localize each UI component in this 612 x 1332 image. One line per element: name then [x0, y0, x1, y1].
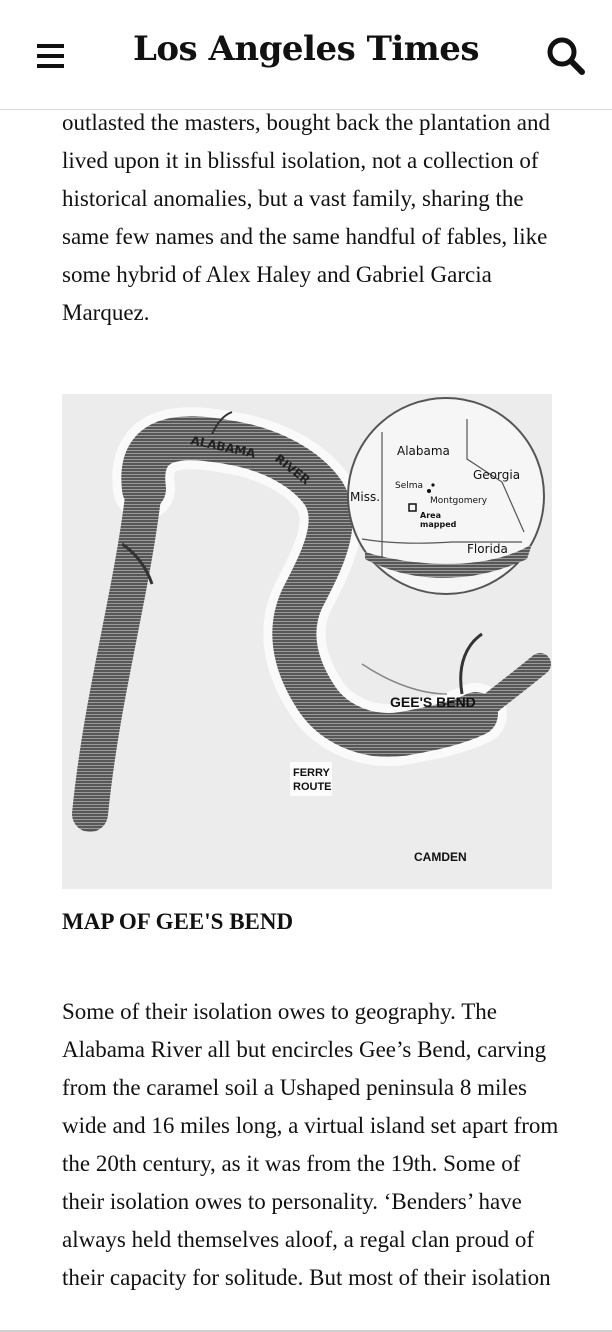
inset-label-selma: Selma	[395, 481, 423, 491]
locator-inset: Alabama Georgia Miss. Florida Selma Mont…	[347, 397, 545, 595]
ferry-label-bg	[290, 762, 332, 796]
alabama-river	[72, 407, 551, 832]
inset-label-alabama: Alabama	[397, 444, 450, 458]
menu-bar	[37, 44, 64, 48]
map-label-route: ROUTE	[293, 781, 332, 793]
article-paragraph: outlasted the masters, bought back the p…	[62, 110, 550, 325]
inset-label-georgia: Georgia	[473, 468, 520, 482]
site-logo[interactable]: Los Angeles Times	[132, 29, 480, 69]
inset-label-area: Area	[420, 511, 441, 520]
search-icon-glyph	[547, 37, 585, 75]
map-figure: ALABAMA RIVER GEE'S BEND FERRY ROUTE CAM…	[62, 394, 552, 889]
search-icon[interactable]	[543, 33, 589, 79]
map-label-ferry: FERRY	[293, 767, 331, 779]
figure-caption: MAP OF GEE'S BEND	[62, 909, 294, 934]
inset-label-florida: Florida	[467, 542, 508, 556]
map-label-camden: CAMDEN	[414, 850, 467, 864]
article-paragraph: Some of their isolation owes to geograph…	[62, 999, 559, 1290]
inset-label-miss: Miss.	[350, 490, 380, 504]
inset-label-montgomery: Montgomery	[430, 496, 488, 506]
inset-label-mapped: mapped	[420, 520, 457, 529]
gees-bend-map: ALABAMA RIVER GEE'S BEND FERRY ROUTE CAM…	[62, 394, 552, 889]
menu-bar	[37, 64, 64, 68]
site-header: Los Angeles Times	[0, 0, 612, 110]
viewport-bottom-divider	[0, 1330, 612, 1332]
map-label-gees-bend: GEE'S BEND	[390, 694, 476, 710]
area-mapped-marker	[408, 503, 417, 512]
menu-bar	[37, 54, 64, 58]
article-body: outlasted the masters, bought back the p…	[62, 104, 562, 1290]
hamburger-menu-icon[interactable]	[36, 41, 66, 69]
